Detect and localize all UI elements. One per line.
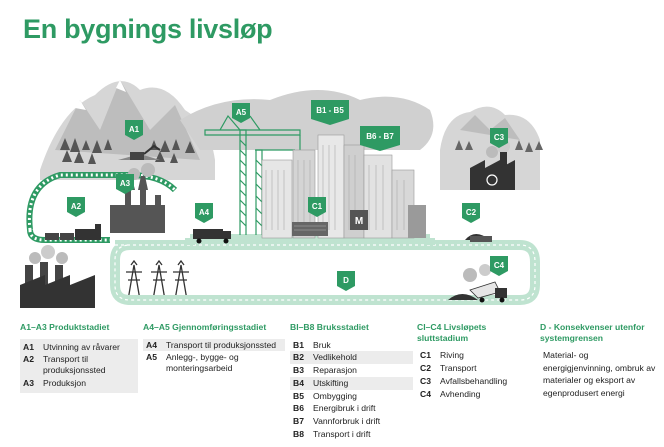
legend-item: B2 Vedlikehold: [290, 351, 413, 365]
legend-construction-stage: A4–A5 Gjennomføringsstadiet A4 Transport…: [143, 322, 285, 375]
legend-item: B6 Energibruk i drift: [293, 403, 376, 414]
construction-cranes: [204, 114, 301, 235]
stage-markers: A1 A2 A3 A4 A5 B1 - B5 B6 - B7 C1: [67, 100, 508, 291]
marker-a1: A1: [125, 120, 143, 140]
legend-item: B7 Vannforbruk i drift: [293, 416, 381, 427]
legend-item: B4 Utskifting: [290, 376, 413, 390]
marker-b1-b5: B1 - B5: [311, 100, 349, 125]
train: [45, 224, 101, 240]
legend-item: B3 Reparasjon: [293, 365, 357, 376]
legend-item: C1 Riving: [420, 350, 464, 361]
legend-item: A2 Transport til produksjonssted: [23, 354, 106, 376]
page-title: En bygnings livsløp: [23, 14, 273, 44]
marker-a3: A3: [116, 174, 134, 194]
legend-item: A5 Anlegg-, bygge- og monteringsarbeid: [146, 352, 239, 374]
legend-item: C4 Avhending: [420, 388, 481, 399]
demolition-site: [292, 222, 328, 236]
marker-a5: A5: [232, 103, 250, 123]
legend-heading: A4–A5 Gjennomføringsstadiet: [143, 322, 267, 332]
marker-c1: C1: [308, 197, 326, 217]
metro-sign: M: [355, 216, 363, 227]
legend-use-stage: BI–B8 Bruksstadiet B1 Bruk B2 Vedlikehol…: [290, 322, 413, 441]
svg-text:C4: C4: [494, 261, 505, 270]
marker-c4: C4: [490, 256, 508, 276]
svg-text:C3: C3: [494, 133, 505, 142]
recycling-plant: [470, 139, 515, 190]
svg-text:B6 - B7: B6 - B7: [366, 132, 394, 141]
waste-transport: [465, 234, 492, 242]
legend-item: C3 Avfallsbehandling: [420, 375, 508, 386]
svg-text:C2: C2: [466, 208, 477, 217]
legend-item: B5 Ombygging: [293, 390, 357, 401]
legend-description: Material- og energigjenvinning, ombruk a…: [543, 350, 656, 398]
svg-text:A3: A3: [120, 179, 131, 188]
power-pylons: [126, 259, 189, 301]
city-buildings: [261, 134, 426, 239]
legend-item: A4 Transport til produksjonssted: [143, 338, 285, 352]
svg-text:A1: A1: [129, 125, 140, 134]
legend-item: A1 Utvinning av råvarer: [23, 341, 120, 352]
marker-c3: C3: [490, 128, 508, 148]
railway-track: [26, 172, 178, 243]
legend-heading: A1–A3 Produktstadiet: [20, 322, 110, 332]
svg-text:D: D: [343, 276, 349, 285]
legend-heading: BI–B8 Bruksstadiet: [290, 322, 369, 332]
marker-c2: C2: [462, 203, 480, 223]
legend-heading: D - Konsekvenser utenfor systemgrensen: [540, 322, 645, 343]
lifecycle-illustration: M A1 A2: [20, 80, 543, 308]
svg-text:B1 - B5: B1 - B5: [316, 106, 344, 115]
marker-b6-b7: B6 - B7: [360, 126, 400, 151]
svg-text:A4: A4: [199, 208, 210, 217]
marker-a4: A4: [195, 203, 213, 223]
dump-truck: [448, 264, 507, 303]
legend-beyond-system: D - Konsekvenser utenfor systemgrensen M…: [540, 322, 658, 399]
svg-text:A2: A2: [71, 202, 82, 211]
legend-product-stage: A1–A3 Produktstadiet A1 Utvinning av råv…: [20, 322, 138, 393]
forest-right: [455, 140, 543, 152]
svg-text:A5: A5: [236, 108, 247, 117]
marker-d: D: [337, 271, 355, 291]
legend-item: A3 Produksjon: [23, 377, 86, 388]
truck-transport: [193, 229, 231, 244]
legend-end-of-life-stage: CI–C4 Livsløpets sluttstadium C1 Riving …: [417, 322, 533, 400]
legend-list: A1 Utvinning av råvarer A2 Transport til…: [20, 338, 138, 393]
excavator: [118, 144, 161, 160]
legend-item: B8 Transport i drift: [293, 428, 371, 439]
forest-left: [60, 138, 195, 164]
power-plant: [20, 245, 95, 308]
marker-a2: A2: [67, 197, 85, 217]
legend-item: B1 Bruk: [293, 339, 331, 350]
legend-item: C2 Transport: [420, 363, 477, 374]
legend-heading: CI–C4 Livsløpets sluttstadium: [417, 322, 487, 343]
svg-text:C1: C1: [312, 202, 323, 211]
